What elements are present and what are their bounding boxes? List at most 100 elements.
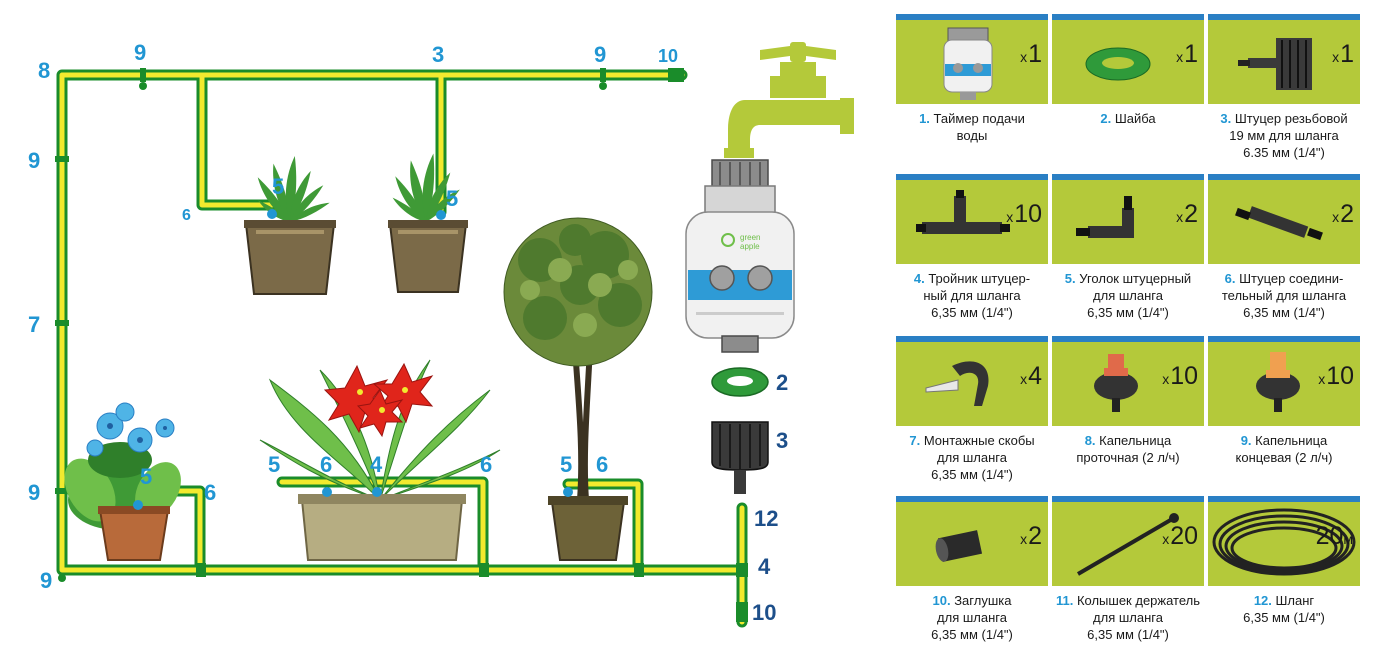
hose-icon	[1212, 508, 1356, 576]
label-6-tree: 6	[596, 452, 608, 477]
part-quantity-value: 10	[1014, 200, 1042, 228]
part-caption: 4. Тройник штуцер-ный для шланга 6,35 мм …	[896, 270, 1048, 321]
part-quantity-prefix: x	[1020, 49, 1028, 65]
elbow-fitting-icon	[1076, 196, 1134, 238]
part-caption-text: 19 мм для шланга	[1229, 128, 1339, 143]
part-tile: 20м	[1208, 496, 1360, 586]
label-5-box: 5	[268, 452, 280, 477]
part-caption-text: для шланга	[937, 450, 1007, 465]
timer-brand-2: apple	[740, 242, 760, 251]
label-9-top-b: 9	[594, 42, 606, 67]
part-caption-text: 6,35 мм (1/4")	[1243, 610, 1325, 625]
part-caption-line: 6,35 мм (1/4")	[1052, 626, 1204, 643]
part-quantity: x1	[1332, 40, 1354, 69]
part-caption-text: проточная (2 л/ч)	[1076, 450, 1180, 465]
plug-icon	[935, 530, 983, 562]
part-number: 6.	[1224, 271, 1240, 286]
label-12-right: 12	[754, 506, 778, 531]
part-number: 10.	[932, 593, 955, 608]
flower-pot	[64, 402, 181, 561]
part-caption-text: Заглушка	[954, 593, 1012, 608]
part-number: 1.	[919, 111, 934, 126]
label-5-tree: 5	[560, 452, 572, 477]
part-caption-line: 1. Таймер подачи	[896, 110, 1048, 127]
label-9-bottom: 9	[40, 568, 52, 593]
part-number: 7.	[909, 433, 924, 448]
part-quantity: x1	[1176, 40, 1198, 69]
part-quantity-value: 20	[1170, 522, 1198, 550]
part-tile: x10	[896, 174, 1048, 264]
part-quantity: x10	[1318, 362, 1354, 391]
part-quantity-prefix: x	[1020, 371, 1028, 387]
part-quantity: x2	[1020, 522, 1042, 551]
label-6-flower: 6	[204, 480, 216, 505]
part-caption-text: Капельница	[1255, 433, 1328, 448]
part-quantity: x2	[1332, 200, 1354, 229]
part-quantity-value: 2	[1340, 200, 1354, 228]
hose-network	[55, 68, 748, 628]
part-caption-line: 6,35 мм (1/4")	[1208, 609, 1360, 626]
label-2-washer: 2	[776, 370, 788, 395]
part-caption-text: Таймер подачи	[933, 111, 1025, 126]
part-caption-line: 6,35 мм (1/4")	[896, 466, 1048, 483]
tee-fitting-icon	[916, 190, 1010, 234]
part-number: 12.	[1253, 593, 1276, 608]
part-caption-line: воды	[896, 127, 1048, 144]
part-caption-line: 6. Штуцер соедини-	[1208, 270, 1360, 287]
part-number: 3.	[1220, 111, 1235, 126]
part-tile: x2	[896, 496, 1048, 586]
label-7-left: 7	[28, 312, 40, 337]
label-5-flower: 5	[140, 464, 152, 489]
part-quantity: 20м	[1316, 522, 1354, 551]
part-number: 4.	[913, 271, 929, 286]
part-tile: x1	[896, 14, 1048, 104]
part-caption-text: ный для шланга	[923, 288, 1021, 303]
part-caption-text: Штуцер соедини-	[1239, 271, 1344, 286]
part-tile: x10	[1208, 336, 1360, 426]
part-quantity: x10	[1162, 362, 1198, 391]
end-dripper-icon	[1256, 352, 1300, 412]
part-quantity-prefix: x	[1176, 209, 1184, 225]
part-caption-text: для шланга	[1093, 288, 1163, 303]
part-caption-line: проточная (2 л/ч)	[1052, 449, 1204, 466]
part-quantity-prefix: x	[1332, 209, 1340, 225]
timer-icon	[943, 27, 993, 100]
label-6-box-right: 6	[480, 452, 492, 477]
stake-icon	[1076, 513, 1179, 576]
part-caption-line: концевая (2 л/ч)	[1208, 449, 1360, 466]
part-caption-line: 6.35 мм (1/4")	[1208, 144, 1360, 161]
part-caption-text: 6,35 мм (1/4")	[931, 305, 1013, 320]
timer-brand-1: green	[740, 233, 760, 242]
part-quantity: x2	[1176, 200, 1198, 229]
part-quantity-prefix: x	[1162, 531, 1170, 547]
part-quantity-prefix: x	[1332, 49, 1340, 65]
threaded-fitting-icon	[1238, 38, 1312, 90]
part-tile: x20	[1052, 496, 1204, 586]
part-caption-text: Колышек держатель	[1076, 593, 1201, 608]
part-caption-text: Уголок штуцерный	[1079, 271, 1192, 286]
part-caption-line: 4. Тройник штуцер-	[896, 270, 1048, 287]
label-3-top: 3	[432, 42, 444, 67]
part-caption-line: для шланга	[1052, 609, 1204, 626]
part-quantity-value: 2	[1028, 522, 1042, 550]
planter-box	[259, 359, 501, 561]
part-caption-text: Монтажные скобы	[923, 433, 1035, 448]
part-caption-line: 2. Шайба	[1052, 110, 1204, 127]
part-tile: x1	[1052, 14, 1204, 104]
part-tile: x10	[1052, 336, 1204, 426]
water-timer: green apple	[685, 159, 795, 494]
label-8: 8	[38, 58, 50, 83]
part-caption-line: тельный для шланга	[1208, 287, 1360, 304]
part-caption-text: 6,35 мм (1/4")	[1243, 305, 1325, 320]
part-caption-text: Капельница	[1099, 433, 1172, 448]
inline-dripper-icon	[1094, 354, 1138, 412]
part-caption-text: концевая (2 л/ч)	[1235, 450, 1333, 465]
part-quantity: x1	[1020, 40, 1042, 69]
part-caption-line: ный для шланга	[896, 287, 1048, 304]
